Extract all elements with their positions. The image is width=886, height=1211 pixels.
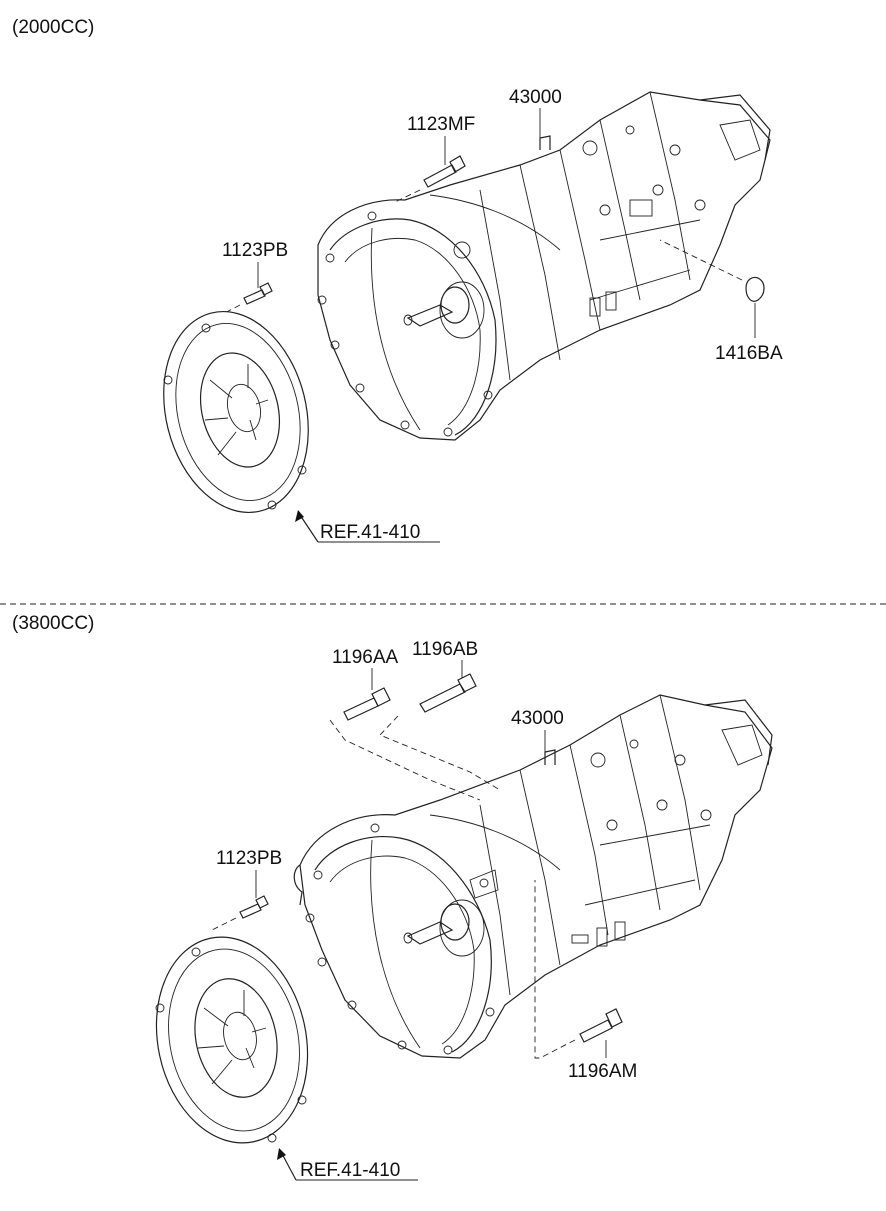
- bolt-1196ab: [419, 673, 477, 713]
- section-3800cc: (3800CC): [12, 613, 773, 1181]
- plug-1416ba: [659, 239, 765, 338]
- label-1123pb-3800cc: 1123PB: [216, 848, 282, 869]
- section-2000cc: (2000CC): [12, 17, 783, 543]
- label-1196ab: 1196AB: [412, 639, 478, 660]
- variant-label-3800cc: (3800CC): [12, 613, 94, 634]
- routing-1196ab: [379, 715, 501, 791]
- bolt-1123pb-3800cc: [211, 895, 269, 931]
- bolt-1196am: [534, 880, 623, 1059]
- label-1196aa: 1196AA: [332, 647, 399, 668]
- bolt-1123mf: [394, 155, 466, 203]
- clutch-cover-3800cc: [155, 936, 309, 1144]
- ref-arrowhead-2000cc: [295, 510, 304, 522]
- bolt-1196aa: [343, 687, 391, 721]
- transmission-3800cc: [293, 694, 773, 1059]
- label-ref-3800cc: REF.41-410: [300, 1160, 400, 1181]
- transmission-2000cc: [317, 91, 771, 441]
- label-1123pb-2000cc: 1123PB: [222, 240, 288, 261]
- label-43000-2000cc: 43000: [509, 87, 562, 108]
- label-ref-2000cc: REF.41-410: [320, 522, 420, 543]
- ref-arrowhead-3800cc: [277, 1148, 286, 1160]
- clutch-cover-2000cc: [163, 310, 309, 514]
- label-1196am: 1196AM: [568, 1061, 637, 1082]
- label-1416ba: 1416BA: [715, 343, 783, 364]
- routing-1196aa: [329, 719, 481, 801]
- label-1123mf: 1123MF: [407, 114, 475, 135]
- label-43000-3800cc: 43000: [511, 708, 564, 729]
- variant-label-2000cc: (2000CC): [12, 17, 94, 38]
